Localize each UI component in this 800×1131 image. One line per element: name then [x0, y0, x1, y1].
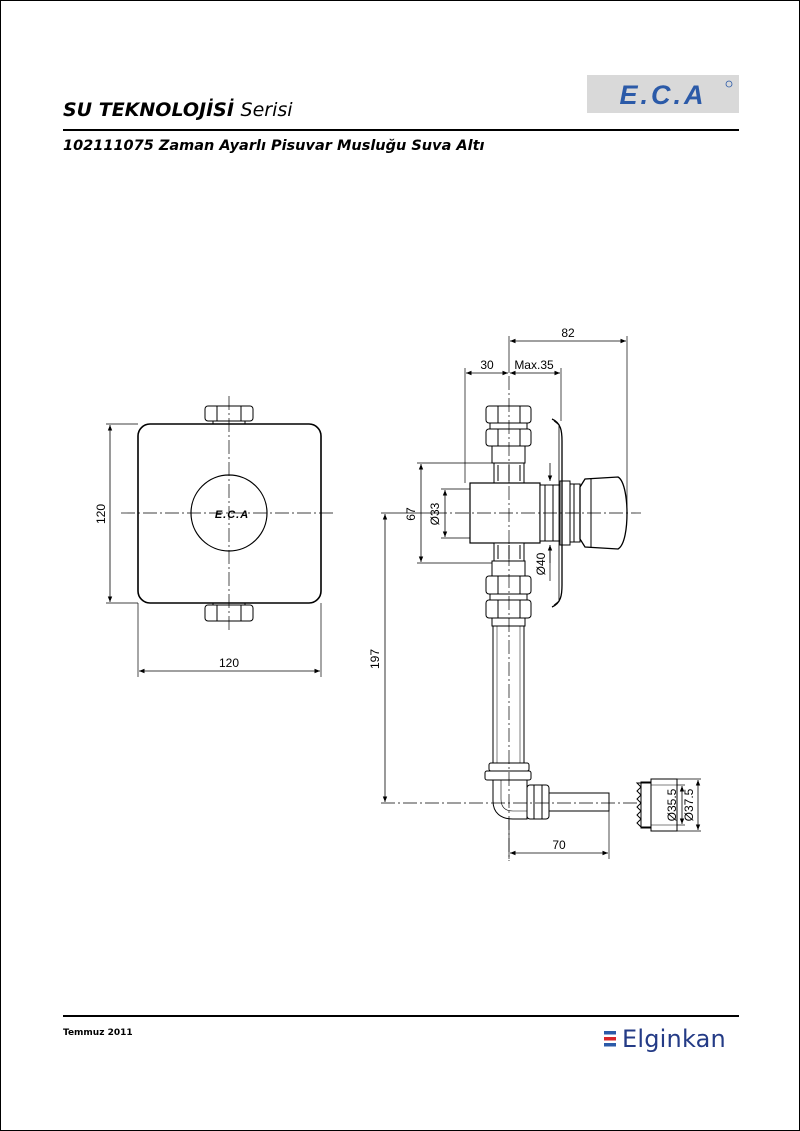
side-thread-inner-label: Ø35.5 [665, 788, 679, 821]
side-elbow [492, 779, 610, 820]
side-lower-nut [485, 542, 532, 627]
front-height-label: 120 [94, 504, 108, 524]
side-thread-outer-label: Ø37.5 [682, 788, 696, 821]
side-body-diameter-label: Ø33 [428, 502, 442, 525]
side-body-label: 30 [480, 358, 494, 372]
eca-logo-text: E.C.A [619, 80, 706, 110]
technical-drawing: E.C.A 120 120 [94, 326, 701, 861]
elginkan-logo: Elginkan [604, 1025, 726, 1053]
elginkan-stripes-icon [604, 1031, 616, 1047]
side-drop-label: 197 [368, 649, 382, 669]
front-view: E.C.A 120 120 [94, 396, 336, 677]
side-depth-label: 82 [561, 326, 575, 340]
footer-date: Temmuz 2011 [63, 1028, 133, 1038]
side-view: 82 30 Max.35 67 Ø33 Ø40 [368, 326, 701, 861]
side-flange-label: 67 [404, 507, 418, 521]
side-vertical-pipe [484, 626, 532, 781]
side-thread-fitting [635, 778, 678, 832]
series-title-suffix: Serisi [240, 99, 293, 121]
eca-logo: E.C.A [587, 75, 739, 113]
series-title: SU TEKNOLOJİSİ Serisi [63, 99, 293, 121]
product-title: 102111075 Zaman Ayarlı Pisuvar Musluğu S… [63, 138, 485, 154]
front-width-label: 120 [219, 656, 239, 670]
header-rule [63, 129, 739, 131]
series-title-bold: SU TEKNOLOJİSİ [63, 99, 234, 121]
side-top-nut [485, 405, 532, 484]
side-outlet-length-label: 70 [552, 838, 566, 852]
side-wall-label: Max.35 [514, 358, 554, 372]
side-outlet-diameter-label: Ø40 [534, 552, 548, 575]
elginkan-text: Elginkan [622, 1025, 726, 1053]
front-logo-text: E.C.A [215, 509, 249, 521]
footer-rule [63, 1015, 739, 1017]
